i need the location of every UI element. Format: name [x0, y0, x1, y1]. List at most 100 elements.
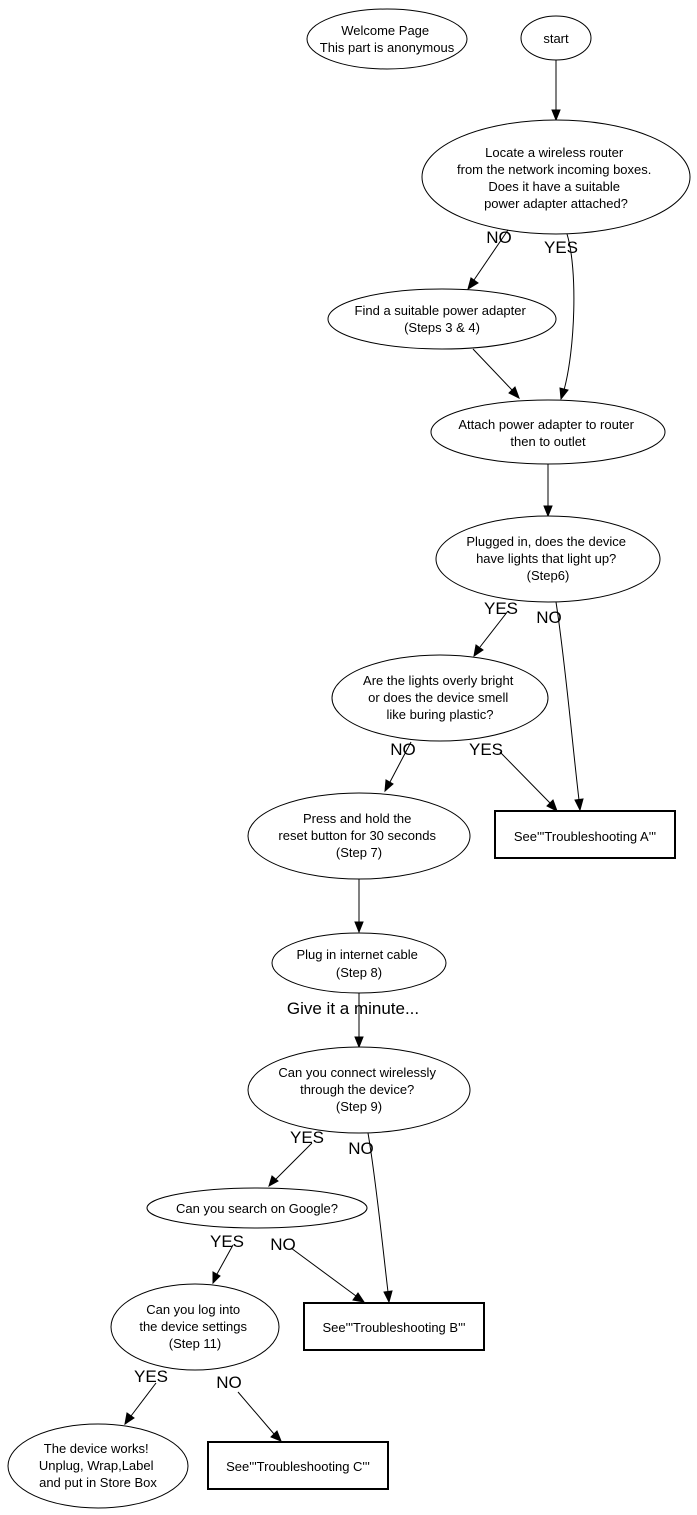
- node-welcome: Welcome Page This part is anonymous: [306, 8, 468, 70]
- node-device-works: The device works! Unplug, Wrap,Label and…: [7, 1423, 189, 1509]
- svg-text:start: start: [543, 31, 569, 46]
- svg-text:Can you search on Google?: Can you search on Google?: [176, 1201, 338, 1216]
- svg-text:Locate a wireless router: Locate a wireless router from the networ…: [457, 145, 655, 211]
- edge-labels: NO YES YES NO NO YES Give it a minute...…: [134, 228, 578, 1392]
- edge-lights-to-tsa: [499, 751, 558, 813]
- edge-label-plugged-no: NO: [536, 608, 562, 627]
- node-text-line: (Step 9): [336, 1099, 382, 1114]
- node-start: start: [520, 15, 592, 61]
- node-text-line: See'''Troubleshooting C''': [226, 1459, 370, 1474]
- edge-connect-to-tsb: [367, 1132, 393, 1304]
- edge-label-google-no: NO: [270, 1235, 296, 1254]
- edge-login-to-tsc: [237, 1391, 282, 1442]
- svg-text:Plugged in, does the device: Plugged in, does the device have lights …: [466, 534, 629, 583]
- node-text-line: See'''Troubleshooting A''': [514, 829, 656, 844]
- node-troubleshooting-b: See'''Troubleshooting B''': [303, 1302, 485, 1351]
- edge-start-to-locate: [551, 60, 561, 122]
- svg-text:Plug in internet cable (: Plug in internet cable (Step 8): [296, 947, 421, 980]
- svg-text:Can you connect wirelessly: Can you connect wirelessly through the d…: [278, 1065, 439, 1114]
- node-text-line: have lights that light up?: [476, 551, 616, 566]
- edge-label-give-minute: Give it a minute...: [287, 999, 419, 1018]
- svg-text:See'''Troubleshooting B''': See'''Troubleshooting B''': [322, 1320, 465, 1335]
- node-find-adapter: Find a suitable power adapter (Steps 3 &…: [327, 288, 557, 350]
- node-troubleshooting-a: See'''Troubleshooting A''': [494, 810, 676, 859]
- node-text-line: and put in Store Box: [39, 1475, 157, 1490]
- svg-text:See'''Troubleshooting A''': See'''Troubleshooting A''': [514, 829, 656, 844]
- svg-text:Press and hold the reset: Press and hold the reset button for 30 s…: [278, 811, 439, 860]
- edge-plugged-to-tsa: [555, 601, 584, 812]
- node-text-line: power adapter attached?: [484, 196, 628, 211]
- edge-label-locate-yes: YES: [544, 238, 578, 257]
- node-text-line: Press and hold the: [303, 811, 411, 826]
- edge-label-locate-no: NO: [486, 228, 512, 247]
- svg-text:Can you log into the dev: Can you log into the device settings (St…: [139, 1302, 250, 1351]
- node-text-line: Plugged in, does the device: [466, 534, 626, 549]
- svg-text:Are the lights overly bright: Are the lights overly bright or does the…: [363, 673, 517, 722]
- node-search-google: Can you search on Google?: [146, 1187, 368, 1229]
- node-text-line: Does it have a suitable: [488, 179, 620, 194]
- node-text-line: The device works!: [44, 1441, 149, 1456]
- svg-text:Find a suitable power adapter: Find a suitable power adapter (Steps 3 &…: [355, 303, 530, 335]
- edge-connect-to-google: [268, 1142, 313, 1188]
- node-text-line: Can you search on Google?: [176, 1201, 338, 1216]
- node-text-line: Unplug, Wrap,Label: [39, 1458, 154, 1473]
- node-connect-wireless: Can you connect wirelessly through the d…: [247, 1046, 471, 1134]
- edge-find-to-attach: [472, 348, 520, 400]
- node-text-line: (Step 11): [169, 1336, 222, 1351]
- svg-text:The device works! Unplug: The device works! Unplug, Wrap,Label and…: [39, 1441, 158, 1490]
- edge-login-to-works: [124, 1382, 157, 1426]
- edge-attach-to-plugged: [543, 464, 553, 518]
- node-text-line: the device settings: [139, 1319, 247, 1334]
- node-lights-check: Are the lights overly bright or does the…: [331, 654, 549, 742]
- svg-text:Attach power adapter to router: Attach power adapter to router then to o…: [458, 417, 637, 449]
- node-text-line: then to outlet: [510, 434, 586, 449]
- edge-plugged-to-lights: [473, 610, 509, 658]
- node-text-line: start: [543, 31, 569, 46]
- node-text-line: See'''Troubleshooting B''': [322, 1320, 465, 1335]
- node-plugged-in: Plugged in, does the device have lights …: [435, 515, 661, 603]
- edge-label-login-yes: YES: [134, 1367, 168, 1386]
- node-text-line: (Step6): [527, 568, 570, 583]
- node-text-line: (Steps 3 & 4): [404, 320, 480, 335]
- svg-text:Welcome Page This part i: Welcome Page This part is anonymous: [320, 23, 455, 55]
- edge-press-to-plugcable: [354, 879, 364, 934]
- node-text-line: Are the lights overly bright: [363, 673, 514, 688]
- edge-label-lights-no: NO: [390, 740, 416, 759]
- node-text-line: or does the device smell: [368, 690, 508, 705]
- node-text-line: Attach power adapter to router: [458, 417, 634, 432]
- node-text-line: This part is anonymous: [320, 40, 455, 55]
- node-attach-adapter: Attach power adapter to router then to o…: [430, 399, 666, 465]
- node-text-line: through the device?: [300, 1082, 414, 1097]
- edge-google-to-login: [212, 1244, 234, 1285]
- node-troubleshooting-c: See'''Troubleshooting C''': [207, 1441, 389, 1490]
- node-text-line: from the network incoming boxes.: [457, 162, 651, 177]
- node-text-line: (Step 7): [336, 845, 382, 860]
- node-press-reset: Press and hold the reset button for 30 s…: [247, 792, 471, 880]
- node-text-line: Find a suitable power adapter: [355, 303, 527, 318]
- node-text-line: Can you log into: [146, 1302, 240, 1317]
- edges: [124, 60, 584, 1442]
- node-login-settings: Can you log into the device settings (St…: [110, 1283, 280, 1371]
- node-text-line: (Step 8): [336, 965, 382, 980]
- node-text-line: Welcome Page: [341, 23, 429, 38]
- node-text-line: Plug in internet cable: [296, 947, 417, 962]
- edge-label-connect-no: NO: [348, 1139, 374, 1158]
- edge-label-connect-yes: YES: [290, 1128, 324, 1147]
- node-text-line: reset button for 30 seconds: [278, 828, 436, 843]
- edge-plugcable-to-connect: [354, 993, 364, 1049]
- node-locate: Locate a wireless router from the networ…: [421, 119, 691, 235]
- node-text-line: Can you connect wirelessly: [278, 1065, 436, 1080]
- edge-lights-to-press: [384, 741, 412, 793]
- edge-google-to-tsb: [290, 1247, 366, 1303]
- edge-label-google-yes: YES: [210, 1232, 244, 1251]
- edge-label-login-no: NO: [216, 1373, 242, 1392]
- svg-text:See'''Troubleshooting C''': See'''Troubleshooting C''': [226, 1459, 370, 1474]
- node-text-line: like buring plastic?: [387, 707, 494, 722]
- edge-locate-to-attach: [559, 233, 575, 401]
- edge-label-plugged-yes: YES: [484, 599, 518, 618]
- edge-locate-to-find: [467, 229, 509, 291]
- node-text-line: Locate a wireless router: [485, 145, 624, 160]
- node-plug-cable: Plug in internet cable (Step 8): [271, 932, 447, 994]
- edge-label-lights-yes: YES: [469, 740, 503, 759]
